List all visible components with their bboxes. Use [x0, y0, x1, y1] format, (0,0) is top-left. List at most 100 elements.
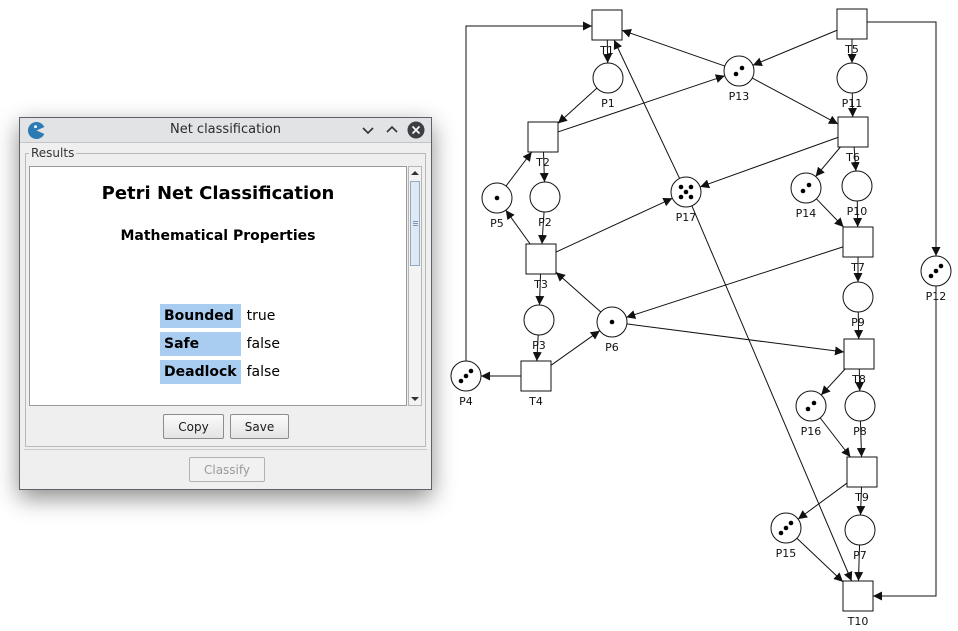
- arc-P14-T7: [816, 198, 844, 228]
- place-label: P6: [605, 341, 619, 354]
- arc-P16-T9: [819, 417, 851, 458]
- place-label: P15: [776, 547, 797, 560]
- transition-label: T4: [528, 395, 543, 408]
- token: [494, 195, 500, 201]
- place-label: P10: [847, 205, 868, 218]
- arc-P12-T10: [873, 286, 937, 601]
- place-p14[interactable]: [790, 172, 822, 204]
- place-p7[interactable]: [844, 514, 876, 546]
- token: [800, 188, 806, 194]
- arc-P13-T6: [751, 77, 839, 125]
- arc-T6-P17: [699, 136, 839, 189]
- place-label: P8: [853, 425, 867, 438]
- token: [458, 378, 464, 384]
- token: [928, 273, 934, 279]
- place-label: P4: [459, 395, 473, 408]
- net-classification-dialog: Net classification Results Petri Net Cla…: [19, 117, 432, 490]
- place-p10[interactable]: [841, 170, 873, 202]
- separator: [24, 449, 427, 450]
- place-p13[interactable]: [723, 55, 755, 87]
- transition-label: T1: [599, 44, 614, 57]
- place-p9[interactable]: [842, 281, 874, 313]
- transition-label: T5: [844, 43, 859, 56]
- close-icon[interactable]: [407, 121, 425, 139]
- token: [683, 189, 689, 195]
- place-label: P17: [676, 211, 697, 224]
- transition-t9[interactable]: [846, 456, 878, 488]
- place-p8[interactable]: [844, 390, 876, 422]
- arc-P6-T3: [555, 271, 602, 313]
- arc-P5-T2: [505, 151, 533, 187]
- token: [678, 194, 684, 200]
- place-label: P16: [801, 425, 822, 438]
- transition-t2[interactable]: [527, 121, 559, 153]
- property-key: Bounded: [160, 304, 241, 328]
- transition-t5[interactable]: [836, 8, 868, 40]
- arc-T3-P3: [535, 273, 545, 306]
- results-group: [25, 153, 426, 447]
- token: [733, 71, 739, 77]
- transition-t6[interactable]: [837, 116, 869, 148]
- place-p16[interactable]: [795, 390, 827, 422]
- place-label: P9: [851, 316, 865, 329]
- scroll-up-icon[interactable]: [410, 168, 420, 178]
- arc-T2-P13: [557, 74, 725, 133]
- classify-button[interactable]: Classify: [189, 457, 265, 482]
- arc-T4-P6: [550, 330, 601, 366]
- minimize-icon[interactable]: [359, 121, 377, 139]
- property-value: false: [246, 336, 280, 352]
- transition-t4[interactable]: [520, 360, 552, 392]
- token: [678, 184, 684, 190]
- arc-T6-P10: [850, 146, 860, 172]
- place-label: P3: [532, 339, 546, 352]
- arc-T5-P13: [752, 29, 838, 66]
- transition-t1[interactable]: [591, 9, 623, 41]
- results-pane[interactable]: Petri Net Classification Mathematical Pr…: [29, 166, 407, 406]
- token: [688, 184, 694, 190]
- transition-t3[interactable]: [525, 243, 557, 275]
- transition-label: T7: [850, 261, 865, 274]
- transition-t8[interactable]: [843, 338, 875, 370]
- net-nodes: P1P2P3P4P5P6P7P8P9P10P11P12P13P14P15P16P…: [450, 8, 952, 628]
- arc-T5-P12: [867, 21, 941, 256]
- arc-P13-T1: [621, 28, 725, 67]
- place-p3[interactable]: [523, 304, 555, 336]
- token: [806, 182, 812, 188]
- copy-button[interactable]: Copy: [163, 414, 224, 439]
- arc-P6-T8: [626, 323, 845, 356]
- title-bar: Net classification: [20, 118, 431, 143]
- scroll-down-icon[interactable]: [410, 394, 420, 404]
- net-arcs: [465, 21, 941, 601]
- token: [778, 530, 784, 536]
- token: [805, 406, 811, 412]
- arc-P17-T1: [613, 39, 681, 179]
- maximize-icon[interactable]: [383, 121, 401, 139]
- save-button[interactable]: Save: [230, 414, 289, 439]
- property-row: Safe false: [160, 332, 284, 356]
- arc-T3-P5: [505, 209, 531, 245]
- place-label: P2: [538, 216, 552, 229]
- scroll-thumb[interactable]: [410, 181, 420, 266]
- results-scrollbar[interactable]: [408, 166, 422, 406]
- place-p2[interactable]: [529, 181, 561, 213]
- place-p1[interactable]: [592, 62, 624, 94]
- property-key: Safe: [160, 332, 241, 356]
- place-label: P5: [490, 217, 504, 230]
- token: [463, 373, 469, 379]
- transition-label: T6: [845, 151, 860, 164]
- place-p11[interactable]: [836, 62, 868, 94]
- token: [788, 520, 794, 526]
- transition-label: T10: [847, 615, 869, 628]
- token: [933, 268, 939, 274]
- transition-t10[interactable]: [842, 580, 874, 612]
- arc-T7-P6: [626, 246, 844, 319]
- place-label: P7: [853, 549, 867, 562]
- arc-P17-T10: [691, 205, 853, 582]
- place-label: P12: [926, 290, 947, 303]
- arc-P4-T1: [465, 21, 592, 361]
- arc-T6-P14: [815, 146, 841, 177]
- token: [688, 194, 694, 200]
- transition-label: T8: [851, 373, 866, 386]
- transition-t7[interactable]: [842, 226, 874, 258]
